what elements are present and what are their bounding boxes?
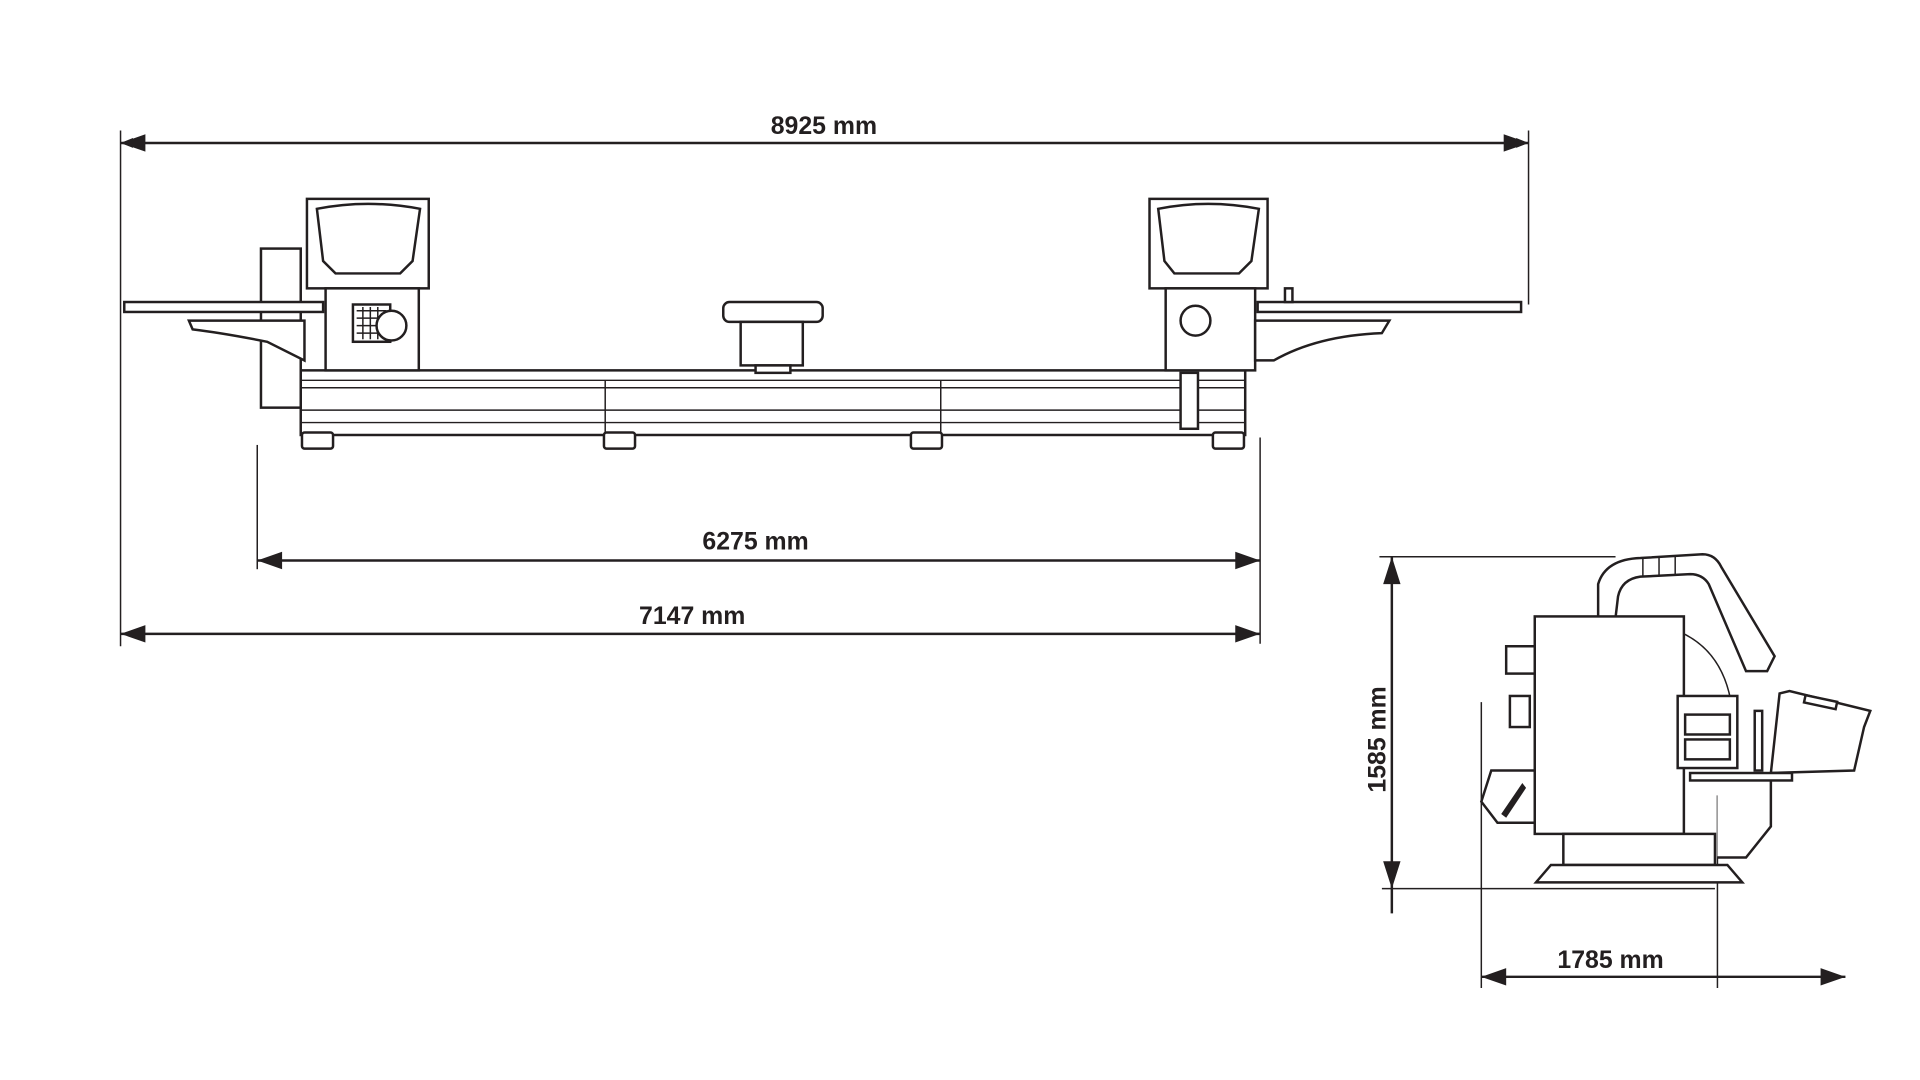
dimension-depth: 1785 mm — [1480, 702, 1846, 988]
dimension-label-base-length: 7147 mm — [639, 603, 745, 630]
dimension-bed-length: 6275 mm — [256, 437, 1261, 644]
dimension-label-total-length: 8925 mm — [771, 113, 877, 140]
dimension-label-depth: 1785 mm — [1557, 947, 1663, 974]
machine-front-view — [123, 197, 1523, 450]
dimension-label-height: 1585 mm — [1365, 686, 1392, 792]
dimension-total-length: 8925 mm — [119, 113, 1530, 647]
dimension-base-length: 7147 mm — [120, 603, 1261, 643]
machine-side-view — [1479, 553, 1872, 884]
dimension-height: 1585 mm — [1365, 556, 1715, 914]
dimension-label-bed-length: 6275 mm — [702, 528, 808, 555]
